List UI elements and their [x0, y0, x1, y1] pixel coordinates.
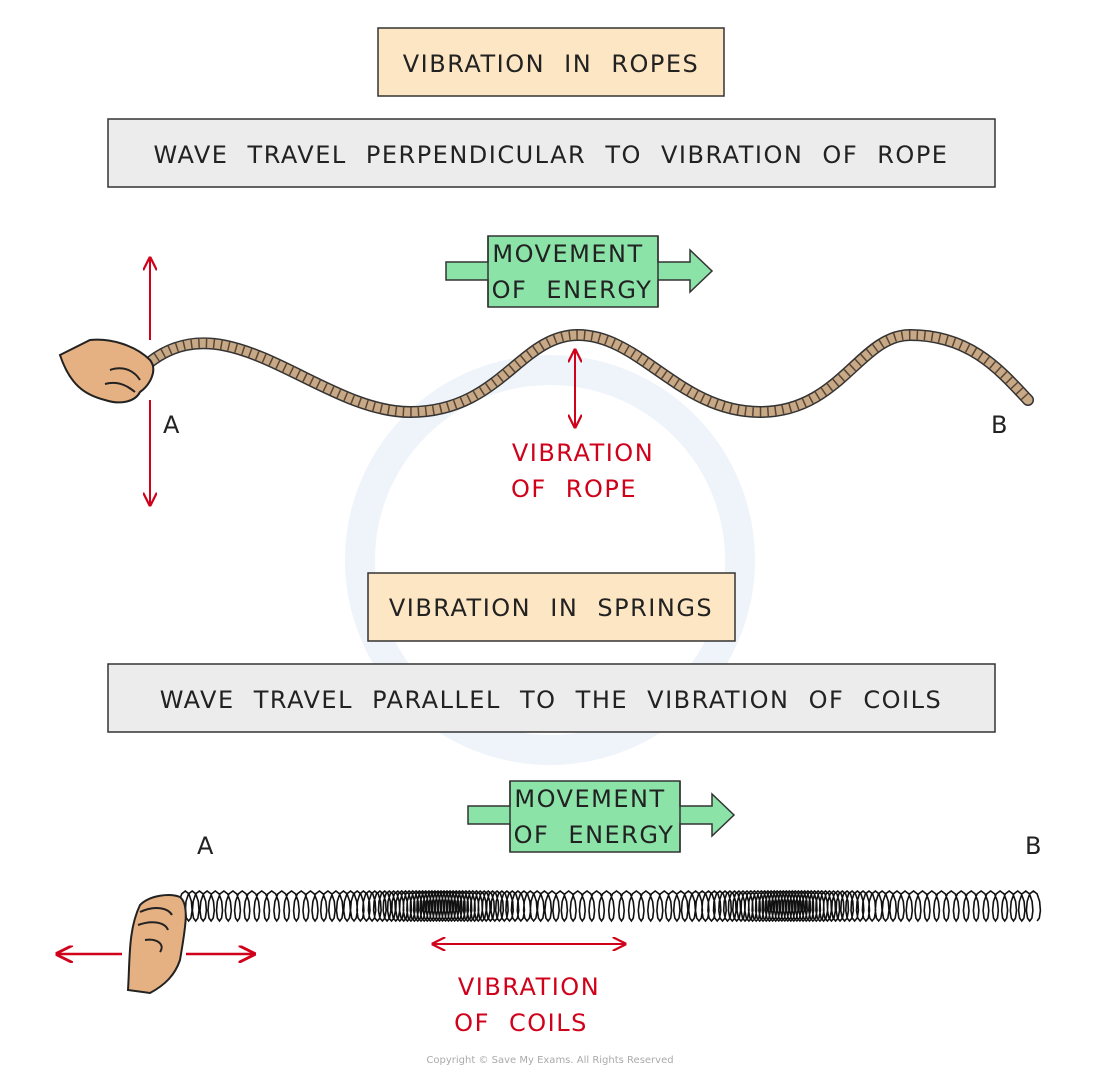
spring-energy-line1: MOVEMENT — [514, 785, 665, 813]
spring-energy-line2: OF ENERGY — [514, 821, 675, 849]
rope-label-b: B — [991, 411, 1009, 439]
spring-label-a: A — [197, 832, 215, 860]
spring-energy-arrow — [467, 780, 736, 853]
rope-label-a: A — [163, 411, 181, 439]
rope-energy-line2: OF ENERGY — [492, 276, 653, 304]
rope-energy-line1: MOVEMENT — [492, 240, 643, 268]
rope — [144, 328, 1034, 419]
rope-vibration-line1: VIBRATION — [512, 439, 654, 467]
rope-energy-arrow — [445, 235, 714, 308]
spring-caption: WAVE TRAVEL PARALLEL TO THE VIBRATION OF… — [160, 686, 943, 714]
spring-label-b: B — [1025, 832, 1043, 860]
coil-vibration-line2: OF COILS — [454, 1009, 588, 1037]
coil-vibration-line1: VIBRATION — [458, 973, 600, 1001]
rope-title-box — [377, 27, 725, 97]
watermark-logo — [345, 355, 755, 765]
rope-caption-box — [107, 118, 996, 188]
spring-title-box — [367, 572, 736, 642]
copyright-notice: Copyright © Save My Exams. All Rights Re… — [426, 1055, 673, 1066]
spring-caption-box — [107, 663, 996, 733]
fist-icon — [126, 894, 187, 995]
rope-title: VIBRATION IN ROPES — [403, 50, 700, 78]
hand-icon — [58, 338, 155, 404]
spring-title: VIBRATION IN SPRINGS — [389, 594, 713, 622]
rope-vibration-line2: OF ROPE — [511, 475, 637, 503]
rope-caption: WAVE TRAVEL PERPENDICULAR TO VIBRATION O… — [154, 141, 949, 169]
spring-coils — [177, 889, 1042, 923]
